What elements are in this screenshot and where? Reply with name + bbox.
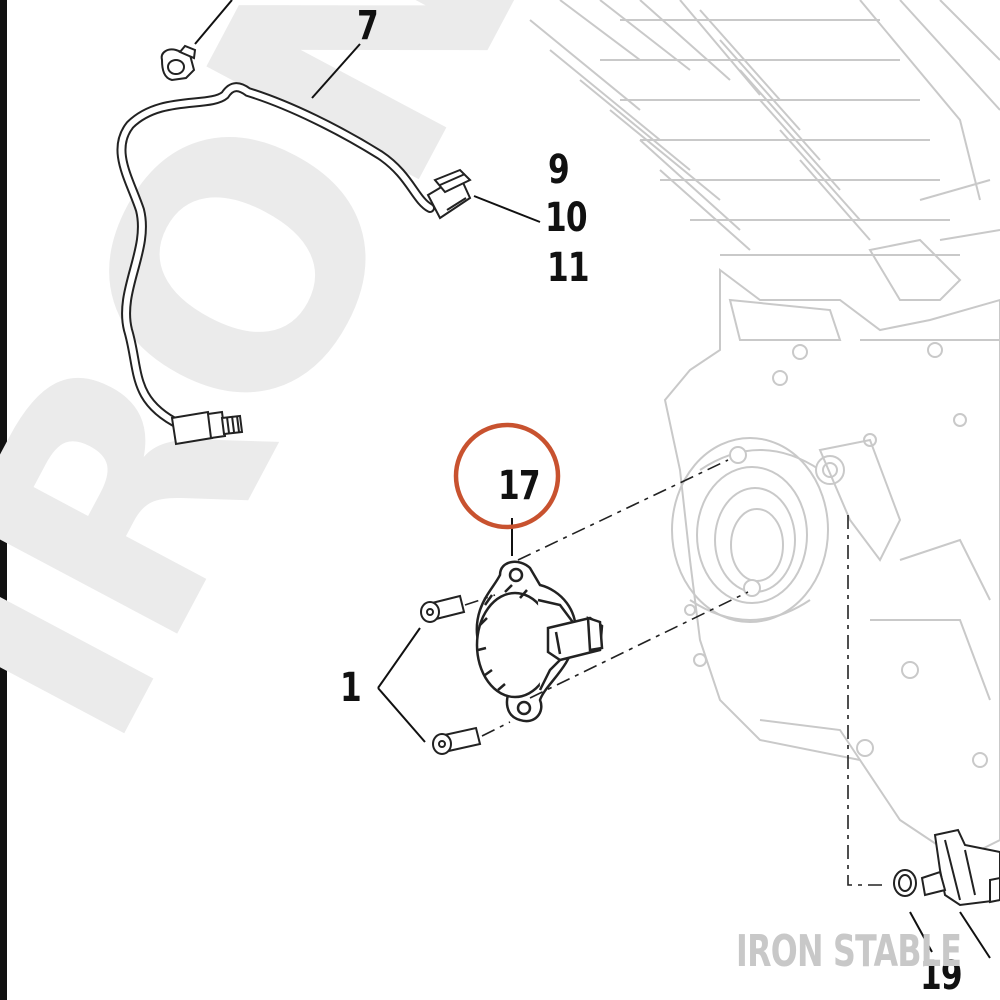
left-border xyxy=(0,0,7,1000)
callout-7: 7 xyxy=(357,3,379,49)
crankcase-outline xyxy=(663,268,1000,862)
watermark-large-text: IRON S xyxy=(0,0,755,797)
watermark-brand: IRON STABLE xyxy=(736,926,962,977)
callout-19: 19 xyxy=(920,953,963,999)
oxygen-sensor-end xyxy=(170,410,244,446)
callout-10: 10 xyxy=(545,195,588,241)
callout-17: 17 xyxy=(498,463,541,509)
callout-1: 1 xyxy=(340,665,362,711)
watermark-large: IRON S xyxy=(0,0,755,797)
sensor-part-19 xyxy=(893,828,1000,907)
bolts-part-1 xyxy=(420,594,482,755)
highlight-circle xyxy=(453,422,561,530)
harness-connector xyxy=(426,168,472,220)
harness-part-7 xyxy=(116,44,472,446)
cover-bolts xyxy=(684,342,988,768)
callout-11: 11 xyxy=(547,245,590,291)
leader-lines xyxy=(194,0,991,959)
alignment-lines xyxy=(464,459,888,886)
cylinder-fins xyxy=(529,0,1000,256)
engine-illustration xyxy=(529,0,1000,862)
sensor-plate-part-17 xyxy=(475,560,604,723)
harness-clip xyxy=(160,44,197,82)
callout-9: 9 xyxy=(548,147,570,193)
